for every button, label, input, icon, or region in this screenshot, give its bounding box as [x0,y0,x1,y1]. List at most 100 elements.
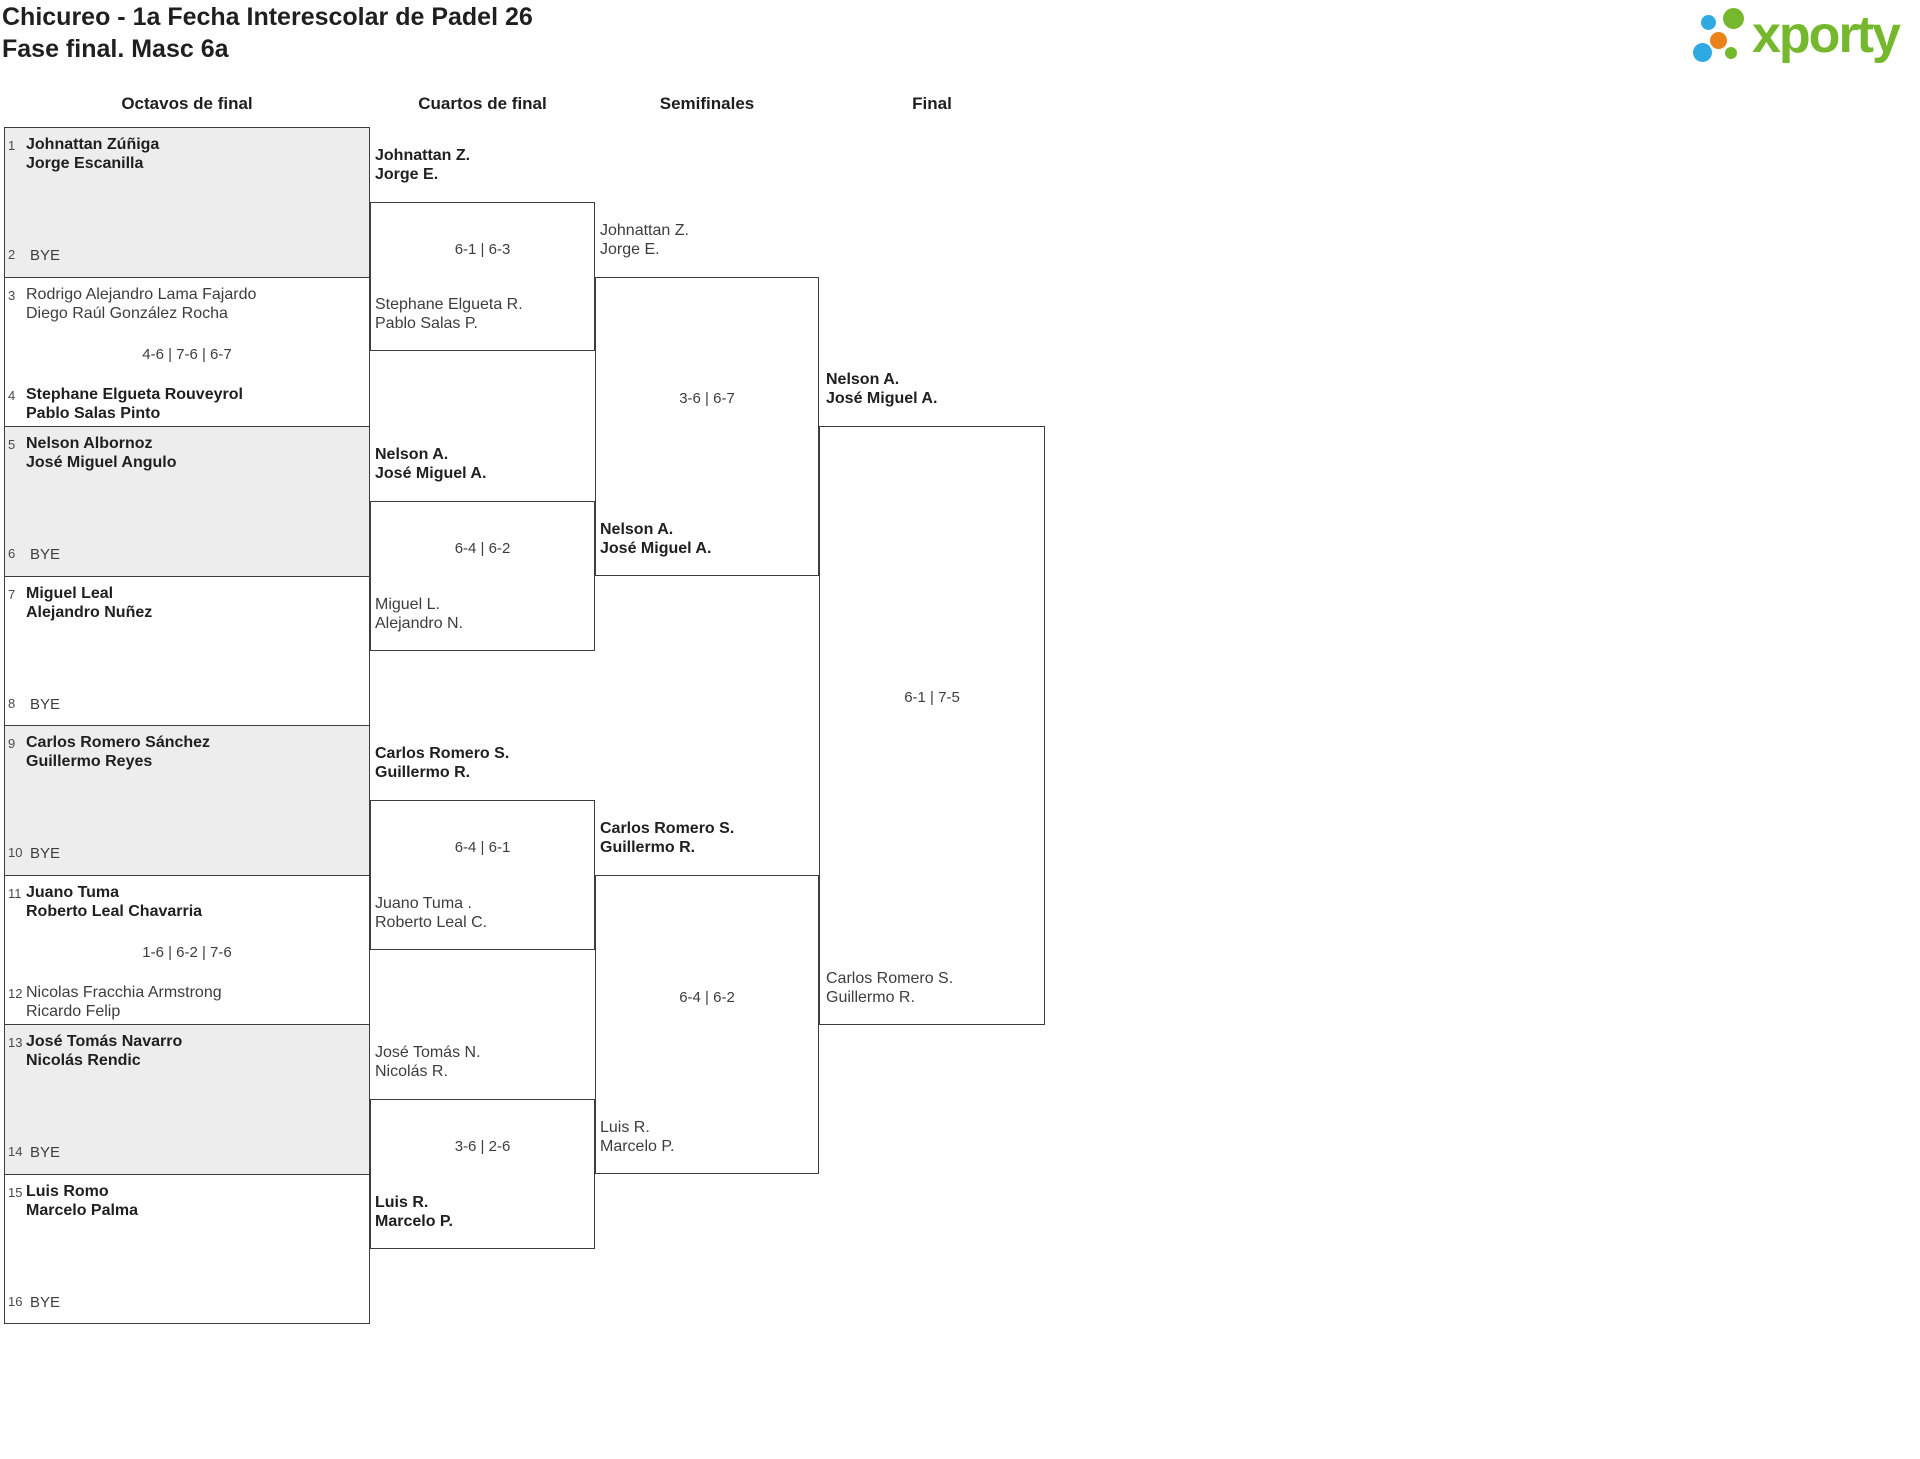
match-score: 6-1 | 6-3 [454,240,511,258]
bye-label: BYE [30,695,61,713]
match-score: 1-6 | 6-2 | 7-6 [142,943,232,961]
player-name: Carlos Romero S. [600,820,735,837]
player-name: Rodrigo Alejandro Lama Fajardo [26,285,257,303]
player-name: José Miguel A. [375,465,487,482]
finalist-team[interactable]: Nelson A. José Miguel A. [826,370,937,408]
octavos-match-1: 1 Johnattan Zúñiga Jorge Escanilla 2 BYE [5,128,369,277]
advancing-team[interactable]: Stephane Elgueta R. Pablo Salas P. [375,295,523,333]
cuartos-match-3-box [370,800,595,950]
player-name: Marcelo Palma [26,1201,139,1219]
finalist-team[interactable]: Carlos Romero S. Guillermo R. [826,969,953,1007]
seed-number: 8 [8,695,16,711]
octavos-match-8: 15 Luis Romo Marcelo Palma 16 BYE [5,1173,369,1324]
cuartos-match-4-box [370,1099,595,1249]
player-name: Carlos Romero S. [375,745,510,763]
seed-number: 1 [8,138,16,153]
advancing-team[interactable]: Nelson A. José Miguel A. [600,520,711,558]
seed-number: 9 [8,736,16,751]
team-name[interactable]: Luis Romo Marcelo Palma [26,1182,138,1220]
match-score: 4-6 | 7-6 | 6-7 [142,345,232,363]
player-name: Roberto Leal C. [375,913,488,931]
advancing-team[interactable]: Johnattan Z. Jorge E. [600,221,689,259]
player-name: José Miguel A. [600,539,712,557]
advancing-team[interactable]: Luis R. Marcelo P. [375,1193,453,1231]
seed-number: 13 [8,1035,23,1050]
player-name: Johnattan Z. [600,221,689,239]
player-name: Guillermo R. [375,764,471,782]
team-name[interactable]: Carlos Romero Sánchez Guillermo Reyes [26,733,210,771]
player-name: Johnattan Zúñiga [26,136,160,153]
bye-label: BYE [30,1293,61,1311]
team-name[interactable]: Nicolas Fracchia Armstrong Ricardo Felip [26,983,222,1021]
round-header-octavos: Octavos de final [121,94,253,113]
octavos-match-4: 7 Miguel Leal Alejandro Nuñez 8 BYE [5,575,369,726]
advancing-team[interactable]: Johnattan Z. Jorge E. [375,146,470,184]
player-name: Pablo Salas P. [375,315,478,333]
player-name: José Tomás N. [375,1044,481,1062]
advancing-team[interactable]: Carlos Romero S. Guillermo R. [600,819,734,857]
logo-wordmark: xporty [1752,6,1901,64]
player-name: Miguel L. [375,595,440,613]
player-name: Nicolás R. [375,1063,448,1081]
logo-dot-orange [1710,32,1727,49]
player-name: Carlos Romero Sánchez [26,734,211,751]
player-name: Nicolás Rendic [26,1052,141,1069]
player-name: Alejandro Nuñez [26,603,153,621]
match-score: 6-1 | 7-5 [904,689,960,707]
octavos-match-6: 11 Juano Tuma Roberto Leal Chavarria 1-6… [5,874,369,1025]
cuartos-match-2-box [370,501,595,651]
player-name: Stephane Elgueta R. [375,296,523,314]
player-name: Luis R. [600,1119,650,1137]
player-name: Juano Tuma . [375,894,472,912]
advancing-team[interactable]: José Tomás N. Nicolás R. [375,1043,481,1081]
player-name: Guillermo Reyes [26,753,153,770]
player-name: Guillermo R. [826,988,915,1006]
team-name[interactable]: Johnattan Zúñiga Jorge Escanilla [26,135,159,173]
logo-dot-blue-large [1693,43,1712,62]
player-name: José Tomás Navarro [26,1033,183,1050]
advancing-team[interactable]: Miguel L. Alejandro N. [375,595,463,633]
logo-dot-green-small [1725,47,1737,59]
seed-number: 14 [8,1144,23,1159]
team-name[interactable]: Nelson Albornoz José Miguel Angulo [26,434,177,472]
player-name: Nicolas Fracchia Armstrong [26,983,222,1001]
bye-label: BYE [30,1144,61,1161]
player-name: Jorge Escanilla [26,155,144,172]
round-header-cuartos: Cuartos de final [418,94,547,113]
final-box [819,426,1045,1025]
player-name: Nelson Albornoz [26,435,153,452]
advancing-team[interactable]: Carlos Romero S. Guillermo R. [375,744,509,782]
match-score: 3-6 | 2-6 [454,1138,511,1156]
team-name[interactable]: José Tomás Navarro Nicolás Rendic [26,1032,182,1070]
player-name: Juano Tuma [26,883,120,901]
octavos-column: 1 Johnattan Zúñiga Jorge Escanilla 2 BYE… [4,127,370,1324]
octavos-match-7: 13 José Tomás Navarro Nicolás Rendic 14 … [5,1024,369,1174]
team-name[interactable]: Rodrigo Alejandro Lama Fajardo Diego Raú… [26,285,256,323]
xporty-logo[interactable]: xporty [1690,2,1920,76]
player-name: Nelson A. [375,446,449,463]
bye-label: BYE [30,845,61,862]
player-name: José Miguel Angulo [26,454,177,471]
advancing-team[interactable]: Luis R. Marcelo P. [600,1118,674,1156]
player-name: Jorge E. [375,165,439,183]
team-name[interactable]: Stephane Elgueta Rouveyrol Pablo Salas P… [26,385,243,423]
player-name: Miguel Leal [26,584,114,602]
player-name: Jorge E. [600,240,660,258]
round-header-semifinales: Semifinales [659,94,755,113]
match-score: 6-4 | 6-2 [454,539,511,557]
advancing-team[interactable]: Nelson A. José Miguel A. [375,445,486,483]
seed-number: 12 [8,985,23,1001]
seed-number: 3 [8,287,16,303]
seed-number: 5 [8,437,16,452]
team-name[interactable]: Juano Tuma Roberto Leal Chavarria [26,883,202,921]
player-name: Pablo Salas Pinto [26,404,161,422]
player-name: Luis R. [375,1194,429,1211]
advancing-team[interactable]: Juano Tuma . Roberto Leal C. [375,894,487,932]
match-score: 3-6 | 6-7 [679,390,735,408]
seed-number: 15 [8,1184,23,1200]
seed-number: 16 [8,1293,23,1309]
team-name[interactable]: Miguel Leal Alejandro Nuñez [26,584,152,622]
match-score: 6-4 | 6-2 [679,988,735,1006]
player-name: Roberto Leal Chavarria [26,902,203,920]
bye-label: BYE [30,247,61,264]
